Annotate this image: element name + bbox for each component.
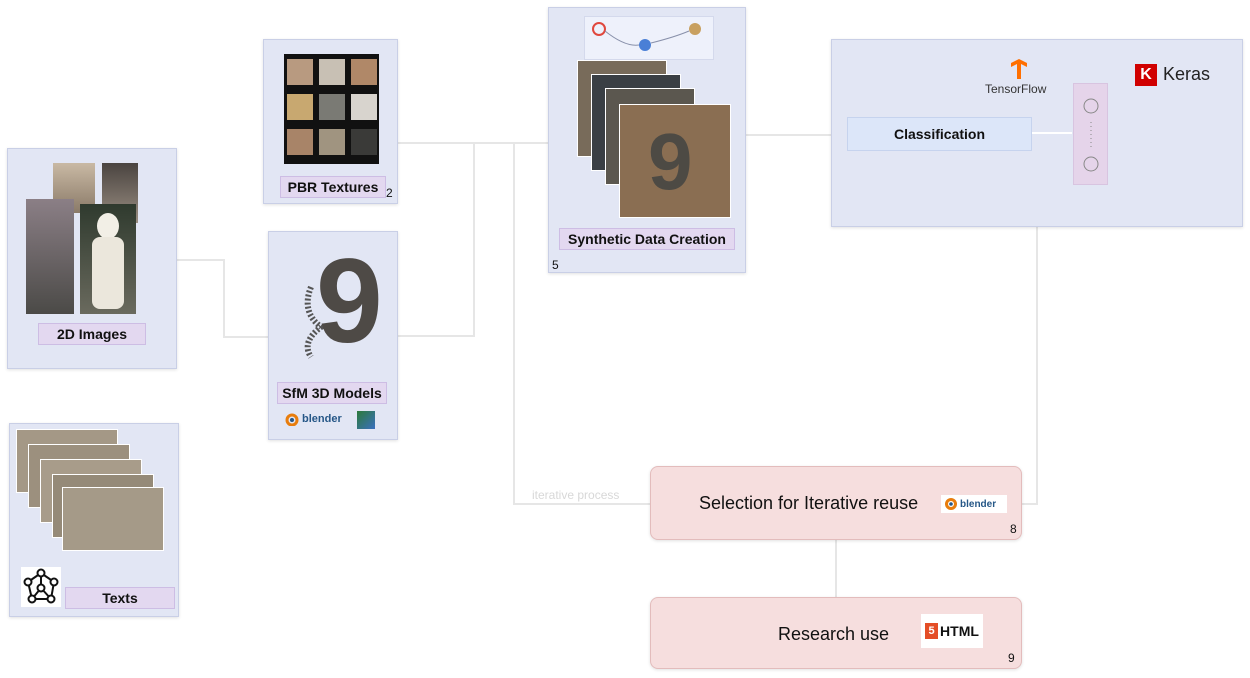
- blender-logo-icon: blender: [941, 495, 1007, 513]
- html5-logo-text: HTML: [940, 623, 979, 639]
- connector-synthetic-classification: [746, 134, 832, 136]
- connector-iterative-h: [513, 503, 650, 505]
- images-label: 2D Images: [38, 323, 146, 345]
- synthetic-step-number: 5: [552, 258, 559, 272]
- blender-logo-text: blender: [960, 498, 997, 510]
- html5-logo-icon: 5 HTML: [921, 614, 983, 648]
- pipeline-screenshot: [584, 16, 714, 60]
- research-step-number: 9: [1008, 651, 1015, 665]
- connector-images-sfm-h2: [223, 336, 269, 338]
- connector-classification-v: [1036, 227, 1038, 505]
- connector-iterative-v: [513, 142, 515, 504]
- neural-network-layer: [1073, 83, 1108, 185]
- connector-classification-network: [1032, 132, 1072, 134]
- sfm-panel: 9 SfM 3D Models blender: [268, 231, 398, 440]
- blender-logo-text: blender: [302, 413, 342, 425]
- pbr-label: PBR Textures: [280, 176, 386, 198]
- synthetic-label: Synthetic Data Creation: [559, 228, 735, 250]
- tensorflow-logo-icon: [1008, 59, 1030, 79]
- selection-panel: Selection for Iterative reuse blender 8: [650, 466, 1022, 540]
- svg-text:9: 9: [648, 117, 693, 206]
- synthetic-panel: 9 Synthetic Data Creation 5: [548, 7, 746, 273]
- keras-logo-icon: K: [1135, 64, 1157, 86]
- images-panel: 2D Images: [7, 148, 177, 369]
- iterative-process-label: iterative process: [532, 488, 620, 502]
- model-3d-icon: 9: [281, 242, 386, 372]
- classification-panel: TensorFlow K Keras Classification: [831, 39, 1243, 227]
- texture-grid: [284, 54, 379, 164]
- connector-classification-selection: [1022, 503, 1038, 505]
- statue-photo-3: [26, 199, 74, 314]
- statue-figure-icon: [92, 213, 124, 309]
- research-label: Research use: [778, 624, 890, 644]
- selection-step-number: 8: [1010, 522, 1017, 536]
- connector-images-sfm-h1: [177, 259, 224, 261]
- classification-box: Classification: [847, 117, 1032, 151]
- render-sample-4: 9: [619, 104, 731, 218]
- research-panel: Research use 5 HTML 9: [650, 597, 1022, 669]
- connector-sfm-out: [398, 335, 474, 337]
- connector-images-sfm-v: [223, 259, 225, 337]
- connector-merge-synthetic: [473, 142, 549, 144]
- svg-text:9: 9: [316, 242, 383, 368]
- meshlab-icon: [357, 411, 375, 429]
- sfm-label: SfM 3D Models: [277, 382, 387, 404]
- tensorflow-label: TensorFlow: [985, 82, 1047, 96]
- network-graph-icon: [21, 567, 61, 607]
- pbr-step-number: 2: [386, 186, 393, 200]
- texts-label: Texts: [65, 587, 175, 609]
- texts-panel: Texts: [9, 423, 179, 617]
- html5-shield-icon: 5: [925, 623, 939, 639]
- statue-photo-4: [80, 204, 136, 314]
- blender-logo-icon: blender: [283, 412, 342, 426]
- selection-label: Selection for Iterative reuse: [699, 493, 919, 513]
- keras-label: Keras: [1163, 64, 1211, 84]
- connector-merge-v: [473, 142, 475, 337]
- tablet-photo-5: [62, 487, 164, 551]
- connector-selection-research: [835, 540, 837, 598]
- pbr-panel: PBR Textures 2: [263, 39, 398, 204]
- connector-pbr-out: [398, 142, 474, 144]
